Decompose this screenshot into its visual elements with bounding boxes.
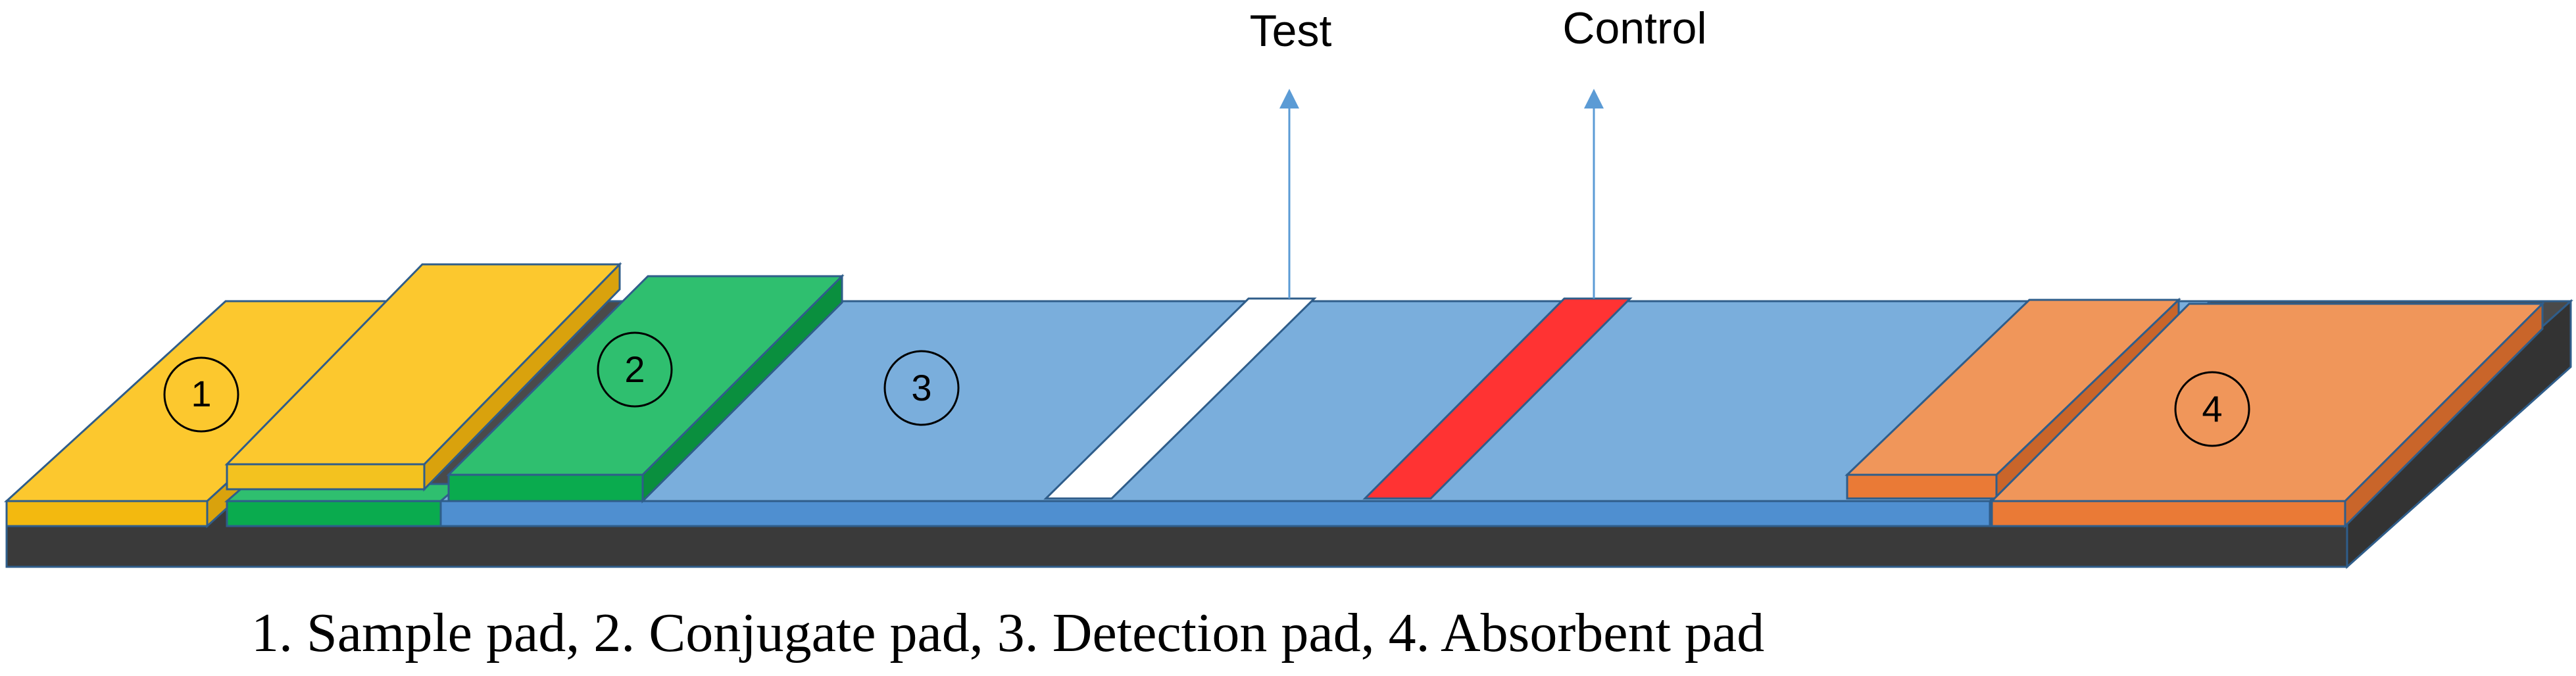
pad-4-marker: 4 [2174,371,2250,447]
conjugate-pad-under [224,483,464,527]
conjugate-pad [446,274,845,504]
sample-pad-overlap [224,262,622,492]
test-line [1043,297,1317,500]
absorbent-pad-lower [1845,297,2181,501]
caption: 1. Sample pad, 2. Conjugate pad, 3. Dete… [251,602,1764,664]
pad-1-number: 1 [191,373,211,414]
pad-3-number: 3 [911,367,931,408]
pad-2-marker: 2 [597,331,673,408]
control-line [1362,297,1633,500]
pad-1-marker: 1 [163,356,239,433]
absorbent-pad [1989,301,2545,529]
pad-2-number: 2 [624,349,645,390]
pad-3-marker: 3 [883,350,960,426]
test-label: Test [1250,6,1332,56]
pad-4-number: 4 [2202,388,2222,429]
control-label: Control [1562,3,1706,53]
